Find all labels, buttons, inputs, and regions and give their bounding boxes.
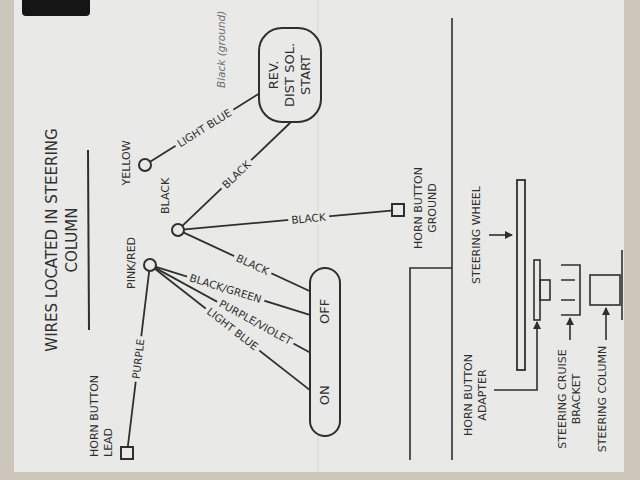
- steering-wheel-part: [517, 180, 525, 370]
- terminal-label: DIST SOL.: [282, 43, 298, 107]
- part-label: HORN BUTTON ADAPTER: [462, 340, 490, 450]
- horn-adapter-part: [534, 260, 540, 320]
- wire: [156, 269, 310, 389]
- cruise-bracket-part: [561, 265, 580, 315]
- diagram-title: WIRES LOCATED IN STEERING COLUMN: [42, 95, 82, 385]
- leader-arrow: [494, 322, 537, 390]
- wire-color-label: PURPLE: [129, 335, 148, 382]
- wire-terminal: HORN BUTTON GROUND: [391, 203, 405, 217]
- wire-label: PINK/RED: [125, 235, 139, 291]
- wire-terminal: HORN BUTTON LEAD: [120, 446, 134, 460]
- wire-color-label: BLACK: [288, 210, 330, 227]
- wire-label: HORN BUTTON LEAD: [88, 363, 116, 459]
- wire: [185, 211, 391, 230]
- horn-adapter-part: [540, 280, 550, 300]
- wire-junction: YELLOW: [138, 158, 152, 172]
- part-label: STEERING WHEEL: [470, 186, 484, 284]
- leader-arrow: [605, 308, 607, 340]
- divider-line: [410, 268, 452, 460]
- wire-color-label: LIGHT BLUE: [172, 104, 236, 151]
- terminal-label: REV.: [266, 61, 282, 90]
- wire-junction: PINK/RED: [143, 258, 157, 272]
- terminal-label: START: [298, 55, 314, 95]
- wire-label: YELLOW: [120, 138, 134, 187]
- part-label: STEERING COLUMN: [596, 343, 610, 455]
- leader-arrow: [569, 318, 571, 340]
- wire-junction: BLACK: [171, 223, 185, 237]
- leader-arrow: [489, 234, 512, 236]
- terminal-label: OFF: [317, 299, 333, 324]
- steering-column-part: [621, 250, 623, 320]
- divider-line: [451, 18, 453, 460]
- switch-capsule: ON OFF: [309, 267, 341, 437]
- steering-column-part: [590, 275, 620, 305]
- switch-capsule: REV.DIST SOL.START: [258, 27, 322, 123]
- pencil-note: Black (ground): [214, 11, 228, 88]
- wire-color-label: BLACK: [232, 251, 274, 280]
- title-underline: [88, 150, 89, 330]
- wire: [151, 94, 258, 161]
- wire-color-label: BLACK: [217, 156, 255, 193]
- wire-label: HORN BUTTON GROUND: [412, 156, 440, 260]
- binder-clip: [22, 0, 90, 16]
- terminal-label: ON: [317, 385, 333, 405]
- wire-label: BLACK: [159, 176, 173, 216]
- part-label: STEERING CRUISE BRACKET: [556, 343, 584, 455]
- wire: [128, 272, 149, 446]
